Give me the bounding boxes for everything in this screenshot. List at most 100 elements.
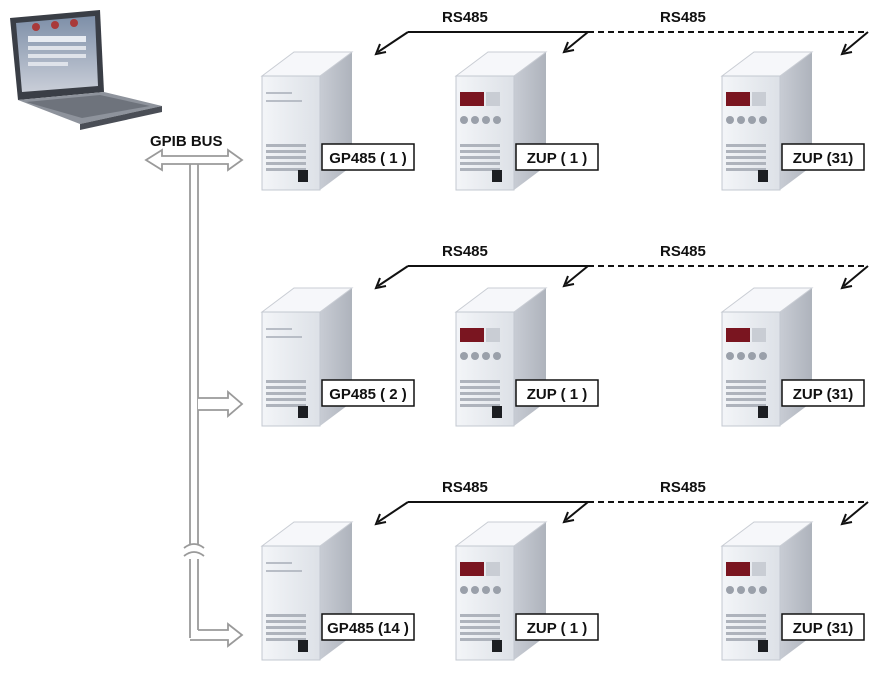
power-switch-icon [492, 406, 502, 418]
vent-icon [726, 380, 766, 383]
vent-icon [266, 404, 306, 407]
knob-icon [726, 352, 734, 360]
knob-icon [471, 586, 479, 594]
zup-unit: ZUP ( 1 ) [454, 521, 599, 661]
zup-unit: ZUP (31) [720, 51, 865, 191]
power-switch-icon [298, 406, 308, 418]
display-icon [726, 562, 750, 576]
panel-line [266, 328, 292, 330]
row-3: RS485 RS485 [374, 479, 869, 526]
vent-icon [266, 638, 306, 641]
unit-label: ZUP ( 1 ) [515, 143, 599, 171]
vent-icon [460, 398, 500, 401]
power-switch-icon [758, 640, 768, 652]
gpib-bus [144, 148, 244, 648]
unit-label-box [321, 143, 415, 171]
unit-label-text: ZUP (31) [793, 150, 854, 167]
display-icon [726, 328, 750, 342]
unit-label-text: ZUP ( 1 ) [527, 150, 588, 167]
gp485-unit: GP485 ( 2 ) [260, 287, 415, 427]
vent-icon [460, 168, 500, 171]
knob-icon [726, 116, 734, 124]
rs485-link [374, 265, 869, 290]
unit-label: ZUP (31) [781, 613, 865, 641]
display-icon [460, 92, 484, 106]
gp485-unit: GP485 (14 ) [260, 521, 415, 661]
vent-icon [726, 156, 766, 159]
rs485-label: RS485 [660, 9, 706, 26]
vent-icon [726, 632, 766, 635]
knob-icon [748, 116, 756, 124]
unit-label-text: ZUP (31) [793, 386, 854, 403]
vent-icon [460, 614, 500, 617]
vent-icon [726, 614, 766, 617]
knob-icon [759, 352, 767, 360]
vent-icon [460, 626, 500, 629]
vent-icon [726, 392, 766, 395]
vent-icon [266, 150, 306, 153]
knob-icon [471, 116, 479, 124]
unit-label-box [515, 379, 599, 407]
vent-icon [266, 156, 306, 159]
vent-icon [460, 150, 500, 153]
unit-label-text: GP485 ( 2 ) [329, 386, 407, 403]
knob-icon [748, 586, 756, 594]
power-switch-icon [298, 640, 308, 652]
vent-icon [266, 162, 306, 165]
unit-label: GP485 ( 1 ) [321, 143, 415, 171]
row-1: RS485 RS485 [374, 9, 869, 56]
panel-line [266, 562, 292, 564]
vent-icon [726, 162, 766, 165]
vent-icon [460, 632, 500, 635]
zup-unit: ZUP ( 1 ) [454, 51, 599, 191]
panel-line [266, 100, 302, 102]
vent-icon [726, 386, 766, 389]
unit-label-text: ZUP ( 1 ) [527, 386, 588, 403]
rs485-label: RS485 [442, 479, 488, 496]
vent-icon [460, 380, 500, 383]
power-switch-icon [298, 170, 308, 182]
panel-line [266, 336, 302, 338]
zup-unit: ZUP ( 1 ) [454, 287, 599, 427]
rs485-label: RS485 [660, 243, 706, 260]
power-switch-icon [758, 406, 768, 418]
vent-icon [726, 638, 766, 641]
vent-icon [726, 626, 766, 629]
vent-icon [460, 392, 500, 395]
display-icon [486, 328, 500, 342]
knob-icon [460, 116, 468, 124]
vent-icon [460, 638, 500, 641]
unit-label-box [781, 143, 865, 171]
knob-icon [737, 116, 745, 124]
rs485-link [374, 31, 869, 56]
unit-label: ZUP ( 1 ) [515, 613, 599, 641]
knob-icon [482, 116, 490, 124]
vent-icon [726, 150, 766, 153]
panel-line [266, 92, 292, 94]
unit-label: GP485 (14 ) [321, 613, 415, 641]
display-icon [486, 92, 500, 106]
laptop-icon [10, 10, 162, 130]
vent-icon [460, 620, 500, 623]
knob-icon [482, 352, 490, 360]
knob-icon [726, 586, 734, 594]
display-icon [460, 562, 484, 576]
unit-label-box [781, 379, 865, 407]
knob-icon [493, 586, 501, 594]
zup-unit: ZUP (31) [720, 287, 865, 427]
knob-icon [493, 116, 501, 124]
unit-label: ZUP ( 1 ) [515, 379, 599, 407]
rs485-label: RS485 [660, 479, 706, 496]
display-icon [752, 562, 766, 576]
vent-icon [726, 404, 766, 407]
vent-icon [726, 168, 766, 171]
unit-label-box [321, 613, 415, 641]
vent-icon [726, 620, 766, 623]
vent-icon [460, 144, 500, 147]
knob-icon [737, 352, 745, 360]
vent-icon [460, 404, 500, 407]
vent-icon [266, 626, 306, 629]
display-icon [752, 328, 766, 342]
unit-label-text: ZUP (31) [793, 620, 854, 637]
